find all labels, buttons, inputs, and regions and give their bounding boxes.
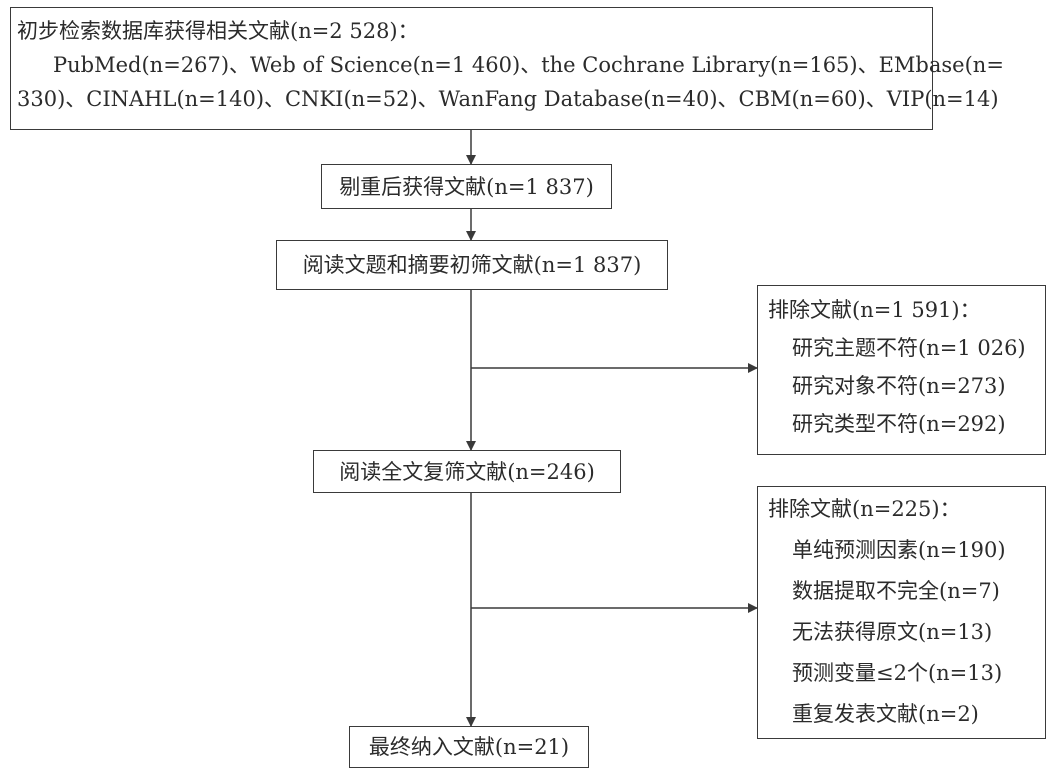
exclusion-2-reason: 重复发表文献(n=2) bbox=[792, 702, 979, 726]
exclusion-2-reason: 单纯预测因素(n=190) bbox=[792, 538, 1006, 562]
exclusion-1-reason: 研究对象不符(n=273) bbox=[792, 374, 1006, 398]
dedup-box: 剔重后获得文献(n=1 837) bbox=[321, 164, 612, 209]
search-title: 初步检索数据库获得相关文献(n=2 528)： bbox=[17, 19, 419, 43]
fulltext-screen-label: 阅读全文复筛文献(n=246) bbox=[339, 459, 595, 484]
fulltext-screen-box: 阅读全文复筛文献(n=246) bbox=[313, 450, 621, 493]
exclusion-1-reason: 研究类型不符(n=292) bbox=[792, 412, 1006, 436]
search-line-2: 330)、CINAHL(n=140)、CNKI(n=52)、WanFang Da… bbox=[17, 87, 999, 111]
exclusion-2-reason: 无法获得原文(n=13) bbox=[792, 620, 993, 644]
search-box: 初步检索数据库获得相关文献(n=2 528)： PubMed(n=267)、We… bbox=[10, 7, 1004, 130]
search-line-1: PubMed(n=267)、Web of Science(n=1 460)、th… bbox=[53, 53, 1004, 77]
exclusion-2-header: 排除文献(n=225)： bbox=[768, 497, 961, 521]
dedup-label: 剔重后获得文献(n=1 837) bbox=[339, 174, 594, 199]
exclusion-box-2: 排除文献(n=225)： 单纯预测因素(n=190) 数据提取不完全(n=7) … bbox=[757, 486, 1046, 739]
title-abstract-screen-label: 阅读文题和摘要初筛文献(n=1 837) bbox=[302, 253, 642, 277]
final-label: 最终纳入文献(n=21) bbox=[368, 735, 570, 759]
final-box: 最终纳入文献(n=21) bbox=[349, 726, 589, 768]
exclusion-1-header: 排除文献(n=1 591)： bbox=[768, 298, 981, 322]
title-abstract-screen-box: 阅读文题和摘要初筛文献(n=1 837) bbox=[276, 240, 668, 290]
exclusion-2-reason: 数据提取不完全(n=7) bbox=[792, 579, 1000, 603]
exclusion-1-reason: 研究主题不符(n=1 026) bbox=[792, 336, 1026, 360]
exclusion-box-1: 排除文献(n=1 591)： 研究主题不符(n=1 026) 研究对象不符(n=… bbox=[757, 285, 1046, 455]
exclusion-2-reason: 预测变量≤2个(n=13) bbox=[792, 661, 1003, 685]
